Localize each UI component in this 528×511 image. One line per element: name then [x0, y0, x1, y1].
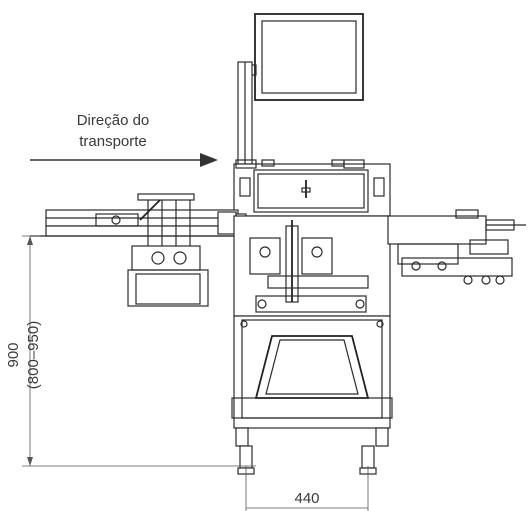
- infeed-conveyor: [30, 209, 250, 237]
- monitor-pole: [237, 61, 253, 165]
- weighing-section: [233, 215, 391, 317]
- width-label: 440: [294, 490, 319, 507]
- outfeed-conveyor: [387, 209, 526, 285]
- side-guide: [127, 193, 209, 307]
- direction-label-line1: Direção do: [77, 112, 150, 129]
- machine-legs: [235, 427, 389, 475]
- height-label: 900: [5, 342, 22, 367]
- machine-head: [233, 159, 391, 217]
- monitor: [249, 13, 364, 101]
- direction-arrow-icon: [30, 153, 218, 167]
- direction-label-line2: transporte: [79, 133, 147, 150]
- width-dimension: [245, 466, 369, 511]
- height-range-label: (800–950): [25, 321, 42, 389]
- height-dimension: [22, 235, 256, 467]
- machine-frame: [231, 315, 393, 429]
